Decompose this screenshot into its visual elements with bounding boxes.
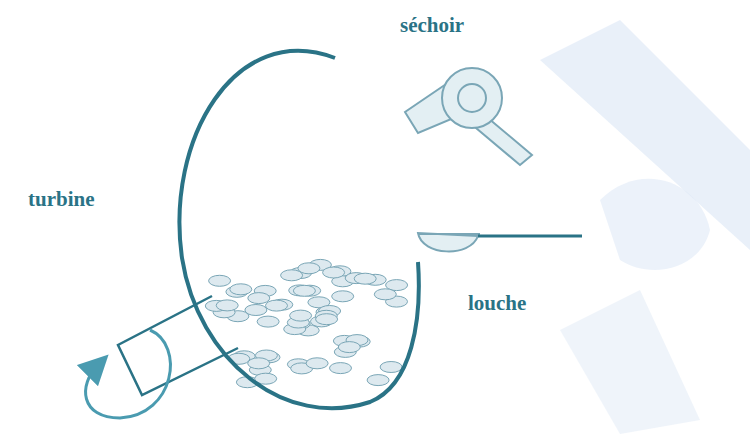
rotation-arrow	[86, 330, 171, 418]
pellet	[257, 316, 279, 327]
watermark	[540, 20, 750, 434]
pellet	[209, 275, 231, 286]
pellet	[216, 300, 238, 311]
pellet	[306, 358, 328, 369]
pellet	[248, 293, 270, 304]
pellet	[323, 267, 345, 278]
pellet	[230, 284, 252, 295]
ladle-label: louche	[468, 292, 526, 315]
ladle	[418, 233, 582, 251]
hair-dryer	[405, 68, 532, 165]
pellet	[374, 289, 396, 300]
pellet	[290, 310, 312, 321]
pellet	[245, 305, 267, 316]
pellet	[367, 375, 389, 386]
pellet	[316, 314, 338, 325]
pellet	[338, 342, 360, 353]
pellet	[330, 363, 352, 374]
pan-label: turbine	[28, 188, 95, 211]
pellet	[354, 273, 376, 284]
pellet	[293, 285, 315, 296]
pellet	[281, 270, 303, 281]
pellet	[266, 300, 288, 311]
coating-pan	[179, 51, 418, 408]
pellet	[380, 362, 402, 373]
dryer-label: séchoir	[400, 14, 464, 37]
pellet	[248, 358, 270, 369]
pellet	[332, 291, 354, 302]
